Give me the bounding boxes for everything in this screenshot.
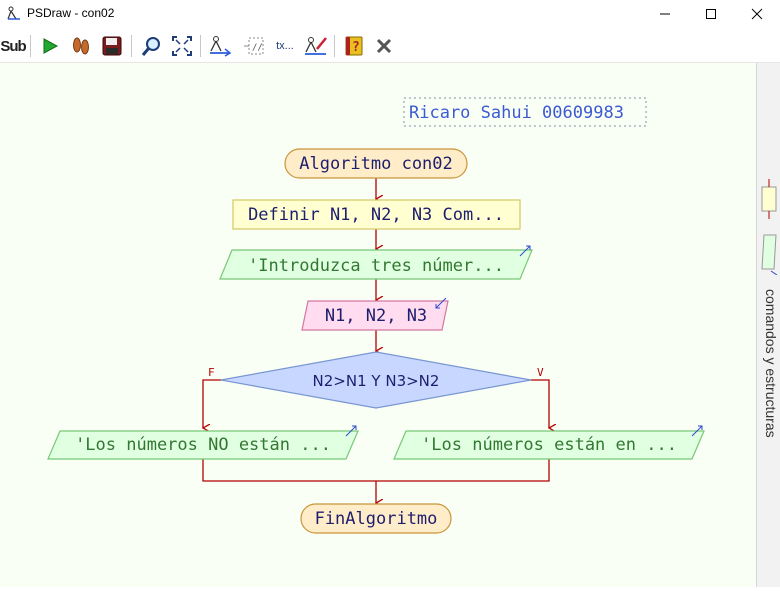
false-output[interactable]: 'Los números NO están ... xyxy=(47,425,359,460)
start-terminal-text: Algoritmo con02 xyxy=(299,154,453,174)
auto-layout-button[interactable] xyxy=(207,33,233,59)
output-arrow-icon xyxy=(519,245,531,257)
output-prompt-text: 'Introduzca tres númer... xyxy=(248,256,504,276)
save-button[interactable] xyxy=(99,33,125,59)
input-read-text: N1, N2, N3 xyxy=(325,306,427,326)
close-icon xyxy=(376,38,392,54)
output-prompt[interactable]: 'Introduzca tres númer... xyxy=(219,245,533,280)
save-icon xyxy=(102,36,122,56)
input-read[interactable]: N1, N2, N3 xyxy=(301,297,449,331)
commands-panel-label: comandos y estructuras xyxy=(763,289,779,438)
merge-line xyxy=(202,459,550,482)
commands-side-panel[interactable]: comandos y estructuras xyxy=(756,63,780,587)
close-window-button[interactable] xyxy=(734,0,780,28)
output-shape-icon[interactable] xyxy=(759,229,779,275)
toolbar-separator xyxy=(200,35,201,57)
input-arrow-icon xyxy=(435,297,447,309)
help-icon: ? xyxy=(345,36,363,56)
text-button[interactable]: tx... xyxy=(272,33,298,59)
help-button[interactable]: ? xyxy=(341,33,367,59)
decision-condition-text: N2>N1 Y N3>N2 xyxy=(313,372,440,390)
toolbar-separator xyxy=(30,35,31,57)
author-comment-text: Ricaro Sahui 00609983 xyxy=(409,103,624,123)
comment-icon: // xyxy=(244,37,264,55)
zoom-icon xyxy=(141,37,160,56)
toolbar: Sub // tx... ? xyxy=(0,30,780,63)
true-output[interactable]: 'Los números están en ... xyxy=(393,425,705,460)
connectors xyxy=(203,178,549,503)
fit-icon xyxy=(172,36,192,56)
flowchart-diagram: Ricaro Sahui 00609983 Algoritmo con02 De… xyxy=(47,97,705,534)
true-output-text: 'Los números están en ... xyxy=(421,435,677,455)
run-button[interactable] xyxy=(37,33,63,59)
window-title: PSDraw - con02 xyxy=(27,6,115,20)
assignment-shape-icon[interactable] xyxy=(759,179,779,219)
minimize-button[interactable] xyxy=(642,0,688,28)
start-terminal[interactable]: Algoritmo con02 xyxy=(284,148,468,179)
zoom-button[interactable] xyxy=(139,33,165,59)
edit-icon xyxy=(305,37,327,55)
minimize-icon xyxy=(660,13,670,15)
fit-view-button[interactable] xyxy=(169,33,195,59)
svg-text:?: ? xyxy=(352,40,360,55)
step-button[interactable] xyxy=(68,33,94,59)
text-icon: tx... xyxy=(276,40,294,52)
maximize-button[interactable] xyxy=(688,0,734,28)
define-process[interactable]: Definir N1, N2, N3 Com... xyxy=(232,199,521,230)
author-comment[interactable]: Ricaro Sahui 00609983 xyxy=(403,97,647,127)
psdraw-app-icon xyxy=(7,6,20,20)
step-icon xyxy=(73,37,89,55)
auto-layout-icon xyxy=(210,36,232,57)
output-arrow-icon xyxy=(345,425,357,437)
title-bar: PSDraw - con02 xyxy=(0,0,780,28)
run-icon xyxy=(43,38,59,54)
end-terminal[interactable]: FinAlgoritmo xyxy=(300,503,452,534)
svg-text://: // xyxy=(252,43,263,53)
false-branch-label: F xyxy=(208,366,215,379)
true-branch-arrow xyxy=(531,379,549,428)
edit-button[interactable] xyxy=(303,33,329,59)
subprocess-button[interactable]: Sub xyxy=(0,33,26,59)
end-terminal-text: FinAlgoritmo xyxy=(315,509,438,529)
sub-icon: Sub xyxy=(0,37,26,55)
toolbar-separator xyxy=(131,35,132,57)
decision-condition[interactable]: N2>N1 Y N3>N2 xyxy=(220,351,532,409)
define-process-text: Definir N1, N2, N3 Com... xyxy=(248,205,504,225)
false-output-text: 'Los números NO están ... xyxy=(75,435,331,455)
toolbar-separator xyxy=(334,35,335,57)
close-icon xyxy=(751,8,763,20)
close-file-button[interactable] xyxy=(371,33,397,59)
false-branch-arrow xyxy=(203,379,221,428)
diagram-canvas[interactable]: Ricaro Sahui 00609983 Algoritmo con02 De… xyxy=(0,63,756,587)
output-arrow-icon xyxy=(691,425,703,437)
comment-button[interactable]: // xyxy=(241,33,267,59)
maximize-icon xyxy=(706,9,716,19)
true-branch-label: V xyxy=(537,366,544,379)
